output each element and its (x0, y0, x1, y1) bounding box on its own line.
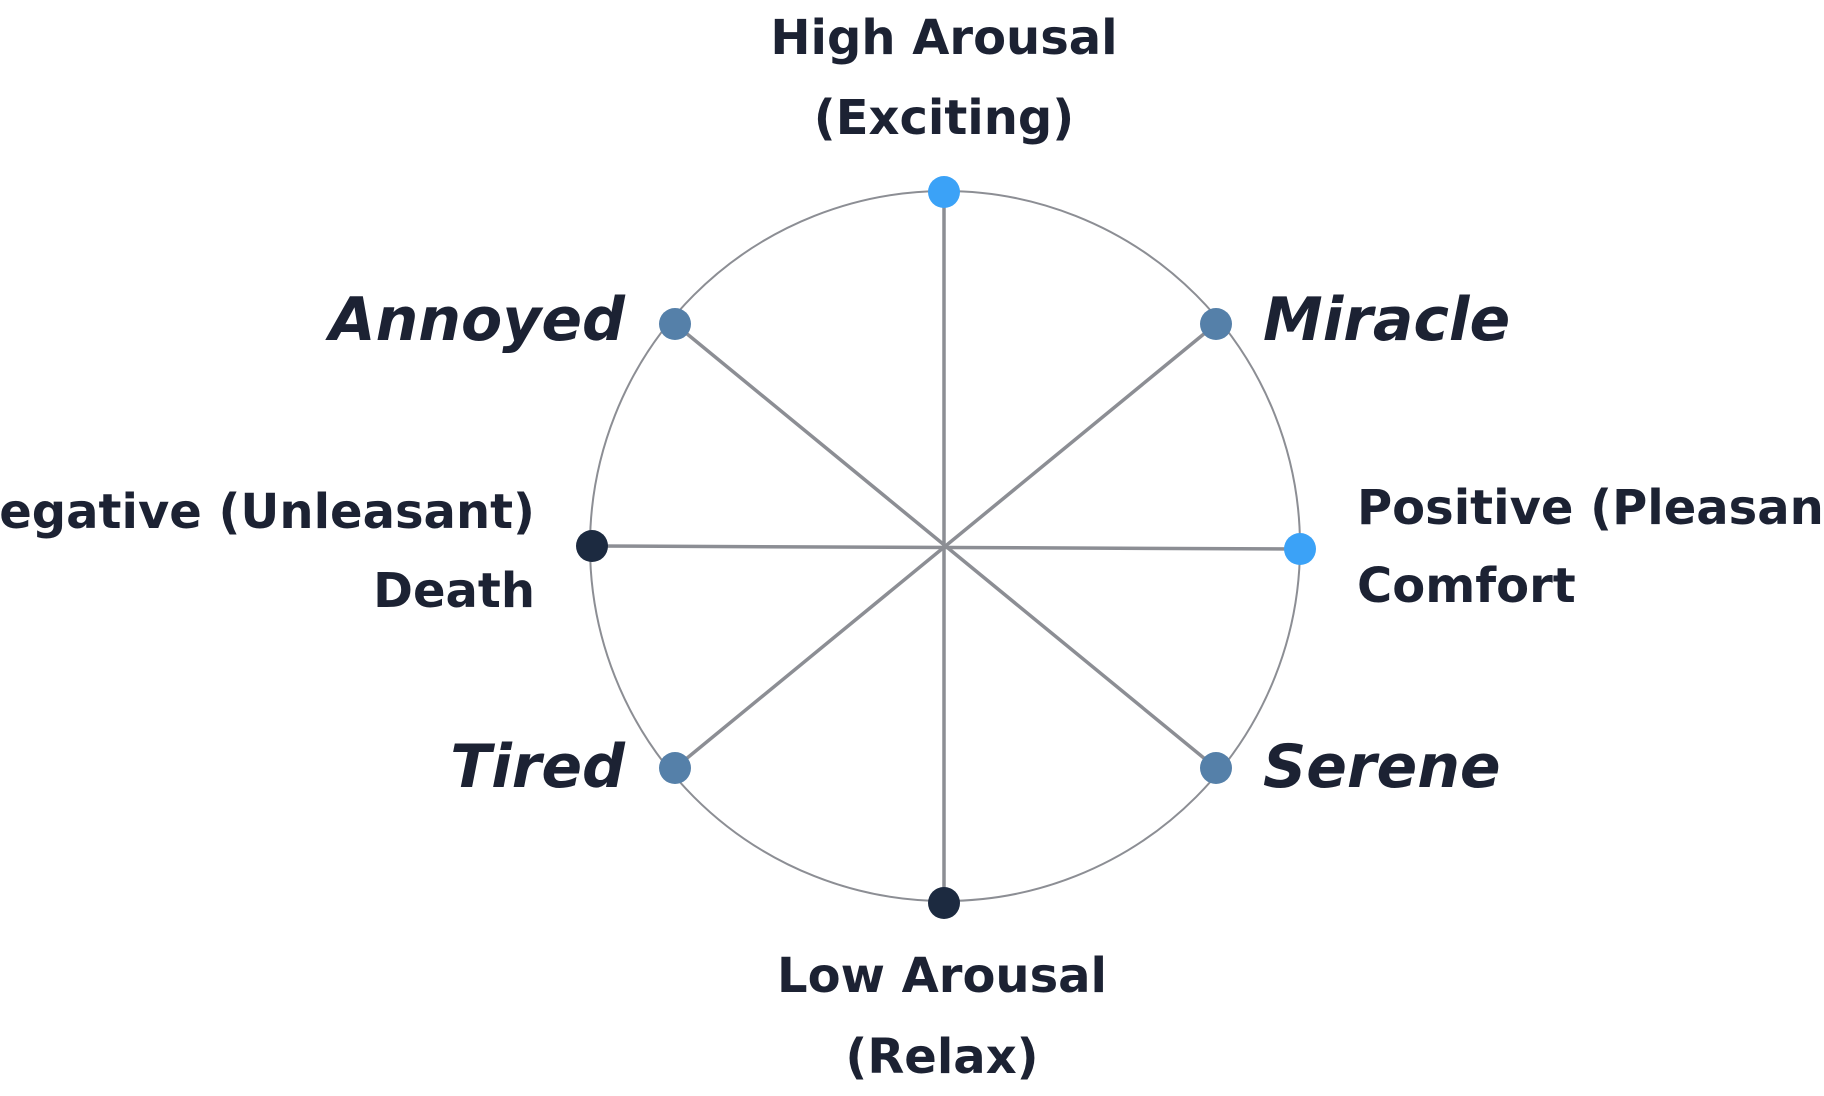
label-low-arousal-line2: (Relax) (845, 1029, 1038, 1085)
label-high-arousal-line2: (Exciting) (814, 90, 1074, 146)
label-positive-line2: Comfort (1357, 558, 1576, 614)
label-annoyed: Annoyed (325, 285, 626, 355)
label-serene: Serene (1263, 732, 1501, 802)
dot-low-arousal (928, 887, 960, 919)
label-negative-line2: Death (373, 563, 535, 619)
label-positive-line1: Positive (Pleasant) (1357, 480, 1824, 536)
wheel-dots (576, 176, 1316, 919)
label-high-arousal-line1: High Arousal (770, 10, 1117, 66)
dot-annoyed (659, 308, 691, 340)
dot-negative (576, 530, 608, 562)
dot-tired (659, 752, 691, 784)
dot-high-arousal (928, 176, 960, 208)
dot-serene (1200, 752, 1232, 784)
label-low-arousal-line1: Low Arousal (777, 948, 1107, 1004)
label-negative-line1: Negative (Unleasant) (0, 484, 535, 540)
spoke-diagonal-miracle-tired (673, 322, 1218, 770)
label-tired: Tired (450, 732, 626, 802)
wheel-spokes (590, 190, 1302, 905)
label-miracle: Miracle (1263, 285, 1510, 355)
dot-positive (1284, 533, 1316, 565)
dot-miracle (1200, 308, 1232, 340)
